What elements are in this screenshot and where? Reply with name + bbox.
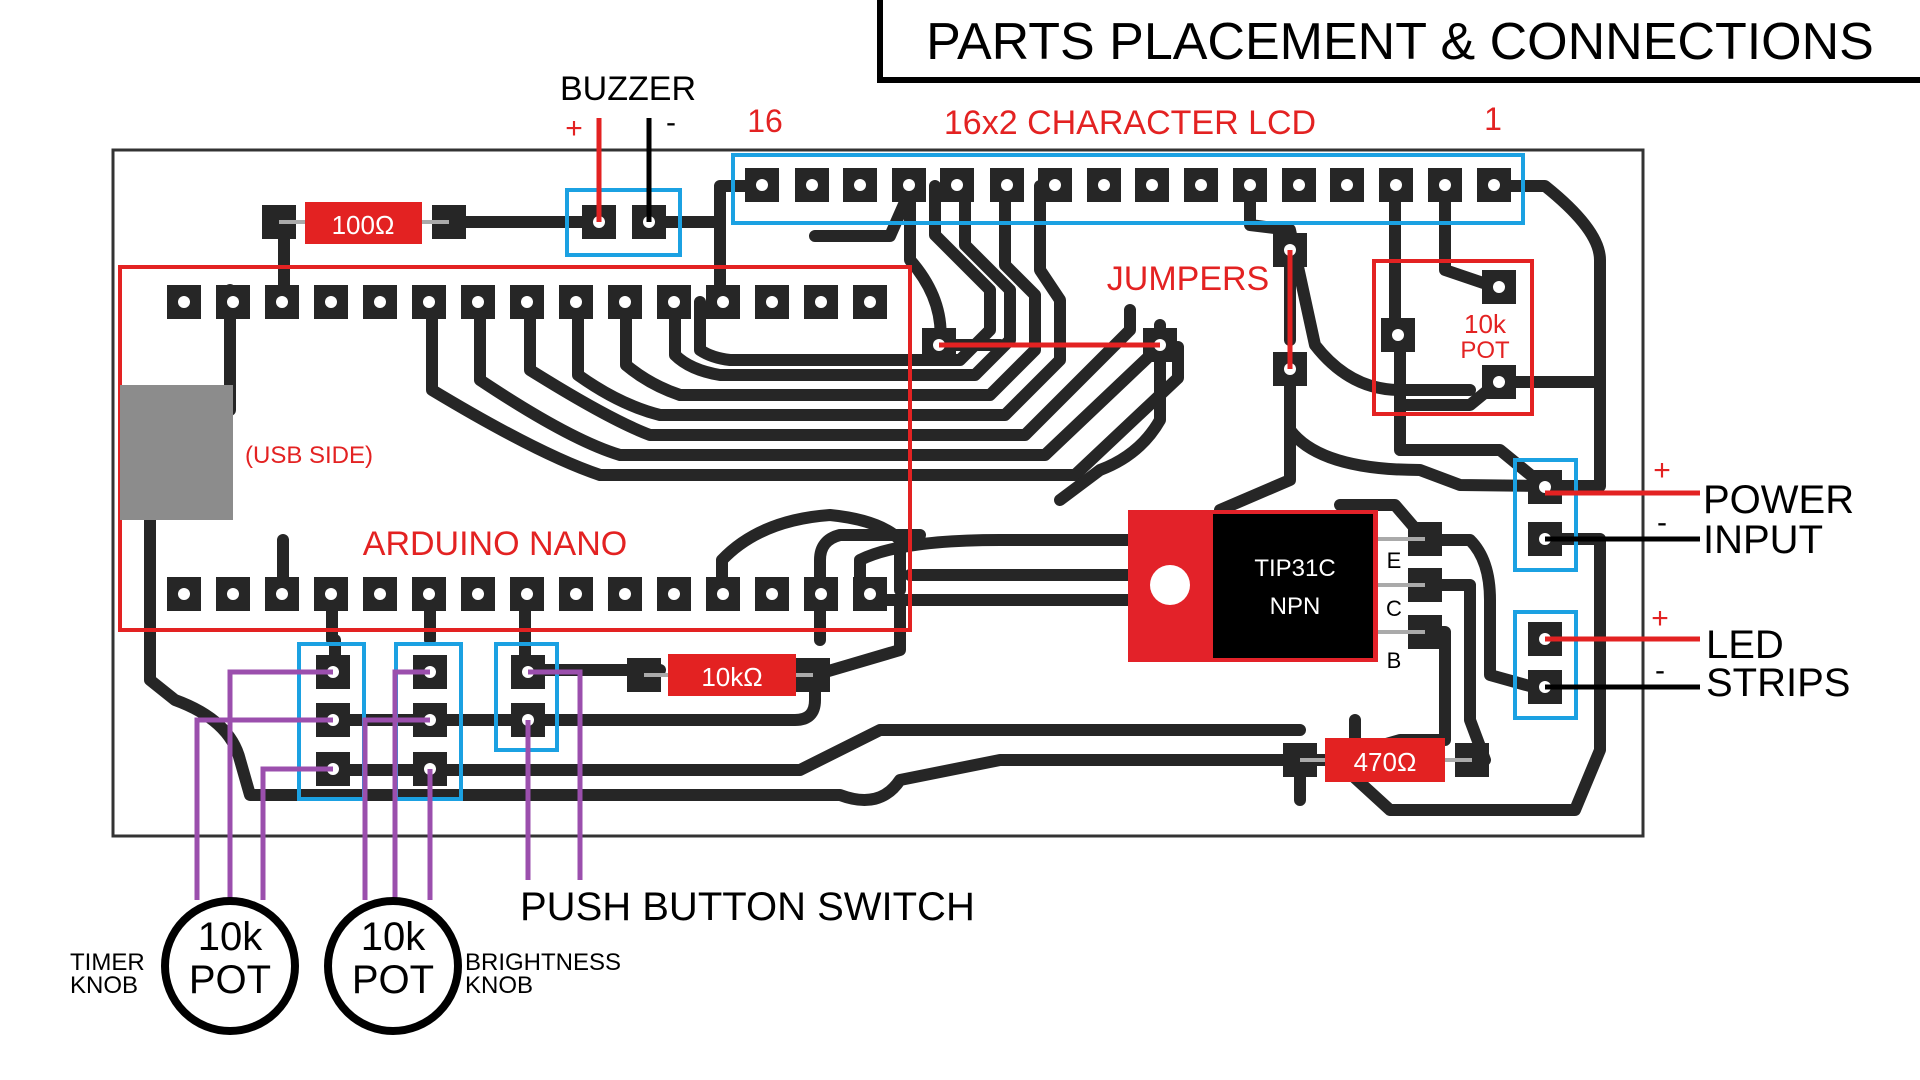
tip31c-transistor: TIP31C NPN [1128, 510, 1425, 662]
resistor-10k: 10kΩ [644, 654, 813, 696]
timer-knob-label-1: TIMER [70, 949, 145, 976]
power-plus-label: + [1653, 454, 1671, 487]
brightness-pot [324, 897, 462, 1035]
resistor-100: 100Ω [279, 202, 449, 244]
brightness-pot-value: 10k [361, 915, 426, 959]
power-input-box [1513, 458, 1578, 572]
npn-label: NPN [1270, 593, 1321, 620]
led-minus-label: - [1655, 654, 1665, 687]
buzzer-label: BUZZER [560, 70, 696, 108]
tip31c-label: TIP31C [1254, 555, 1335, 582]
timer-knob-label-2: KNOB [70, 972, 138, 999]
resistor-470-label: 470Ω [1354, 747, 1417, 777]
brightness-knob-label-1: BRIGHTNESS [465, 949, 621, 976]
timer-pot-label: POT [189, 958, 271, 1002]
power-input-label-2: INPUT [1703, 518, 1823, 562]
lcd-pin-1-label: 1 [1484, 101, 1502, 137]
onboard-pot-outline [1372, 259, 1534, 416]
led-plus-label: + [1651, 602, 1669, 635]
usb-side-label: (USB SIDE) [245, 442, 373, 469]
timer-pot-value: 10k [198, 915, 263, 959]
timer-pot [161, 897, 299, 1035]
lcd-header-box [731, 153, 1525, 225]
buzzer-header-box [565, 188, 682, 257]
onboard-pot-label: POT [1460, 337, 1510, 364]
led-strips-label-1: LED [1706, 623, 1784, 667]
title-frame [877, 0, 1920, 83]
led-strips-box [1513, 610, 1578, 720]
pin-c-label: C [1386, 596, 1402, 621]
brightness-knob-label-2: KNOB [465, 972, 533, 999]
jumpers-label: JUMPERS [1107, 260, 1269, 298]
pin-b-label: B [1387, 648, 1402, 673]
red-wires [596, 118, 1700, 642]
brightness-pot-label: POT [352, 958, 434, 1002]
page-title: PARTS PLACEMENT & CONNECTIONS [926, 13, 1874, 71]
purple-wires [194, 669, 583, 900]
pin-e-label: E [1387, 548, 1402, 573]
onboard-pot-value: 10k [1464, 309, 1507, 339]
power-minus-label: - [1657, 506, 1667, 539]
lcd-label: 16x2 CHARACTER LCD [944, 104, 1316, 142]
arduino-nano-label: ARDUINO NANO [363, 525, 627, 563]
resistor-100-label: 100Ω [332, 210, 395, 240]
buzzer-plus-label: + [565, 112, 583, 145]
buzzer-minus-label: - [666, 106, 676, 139]
usb-connector [120, 385, 233, 520]
lcd-pin-16-label: 16 [747, 103, 783, 139]
power-input-label-1: POWER [1703, 478, 1854, 522]
resistor-470: 470Ω [1300, 738, 1472, 782]
led-strips-label-2: STRIPS [1706, 661, 1850, 705]
black-wires [646, 118, 1700, 690]
push-button-label: PUSH BUTTON SWITCH [520, 885, 975, 929]
resistor-10k-label: 10kΩ [701, 662, 762, 692]
